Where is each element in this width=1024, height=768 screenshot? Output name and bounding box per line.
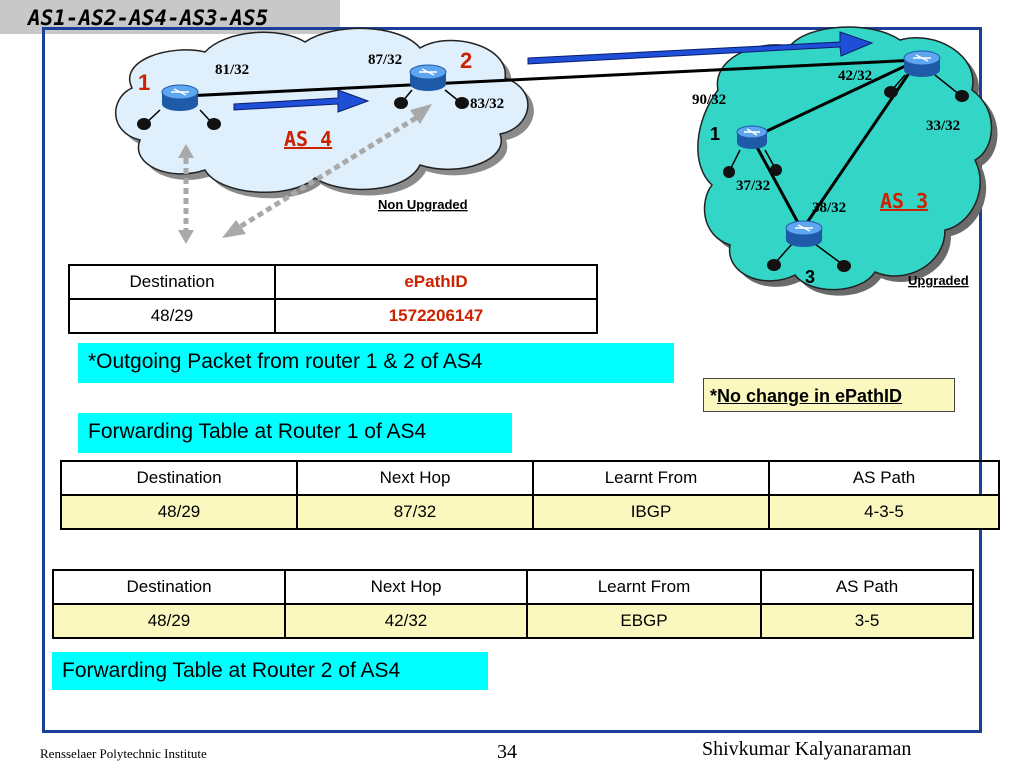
no-change-note: *No change in ePathID [703,378,955,412]
prefix-33: 33/32 [926,118,960,134]
arrow-icon [410,104,432,124]
prefix-87: 87/32 [368,52,402,68]
table-row: 48/29 87/32 IBGP 4-3-5 [60,494,1000,530]
slide-title: AS1-AS2-AS4-AS3-AS5 [28,6,269,30]
arrow-icon [233,89,370,113]
host-icon [764,149,782,176]
fwd2-cell-learnt: EBGP [526,603,762,639]
fwd1-cell-destination: 48/29 [60,494,298,530]
prefix-81: 81/32 [215,62,249,78]
fwd-table-2-caption: Forwarding Table at Router 2 of AS4 [52,652,488,690]
fwd1-cell-nexthop: 87/32 [296,494,534,530]
host-icon [444,89,469,109]
table-row: 48/29 42/32 EBGP 3-5 [52,603,974,639]
link-as3top-as3r3 [800,59,920,231]
prefix-83: 83/32 [470,96,504,112]
router-icon [161,84,199,111]
fwd1-header-learnt: Learnt From [532,460,770,496]
host-icon [199,109,221,130]
fwd2-cell-destination: 48/29 [52,603,286,639]
epath-cell-epathid: 1572206147 [274,298,598,334]
prefix-38: 38/32 [812,200,846,216]
as3-cloud [697,26,998,296]
router-icon [736,125,768,149]
page-number: 34 [497,741,517,763]
fwd-table-1-caption: Forwarding Table at Router 1 of AS4 [78,413,512,453]
footer-institute: Rensselaer Polytechnic Institute [40,746,207,761]
as4-status: Non Upgraded [378,197,468,212]
fwd-table-1: Destination Next Hop Learnt From AS Path… [60,460,1000,530]
footer-author: Shivkumar Kalyanaraman [702,738,912,760]
fwd2-header-learnt: Learnt From [526,569,762,605]
fwd1-header-aspath: AS Path [768,460,1000,496]
host-icon [394,89,413,109]
link-as3r1-as3r3 [750,137,804,231]
fwd2-cell-nexthop: 42/32 [284,603,528,639]
fwd2-header-nexthop: Next Hop [284,569,528,605]
epath-table: Destination ePathID 48/29 1572206147 [68,264,598,334]
link-as3r1-as3top [751,58,919,140]
as4-router1-number: 1 [138,70,150,95]
arrow-icon [178,144,194,158]
host-icon [137,109,161,130]
fwd2-header-aspath: AS Path [760,569,974,605]
router-icon [409,64,447,91]
router-icon [785,220,823,247]
as4-label: AS 4 [284,127,332,151]
arrow-icon [527,31,874,65]
prefix-37: 37/32 [736,178,770,194]
epath-header-destination: Destination [68,264,276,300]
as3-router1-number: 1 [710,124,720,144]
fwd1-header-nexthop: Next Hop [296,460,534,496]
fwd-table-2: Destination Next Hop Learnt From AS Path… [52,569,974,639]
host-icon [723,149,741,178]
link-as4r1-as3r2 [184,58,919,98]
host-icon [934,74,969,102]
host-icon [884,74,906,98]
as3-status: Upgraded [908,273,969,288]
fwd1-cell-learnt: IBGP [532,494,770,530]
router-icon [903,50,941,77]
prefix-42: 42/32 [838,68,872,84]
arrow-icon [178,230,194,244]
fwd2-header-destination: Destination [52,569,286,605]
outgoing-note: *Outgoing Packet from router 1 & 2 of AS… [78,343,674,383]
fwd1-header-destination: Destination [60,460,298,496]
no-change-text: No change in ePathID [717,386,903,406]
as4-router2-number: 2 [460,48,472,73]
arrow-icon [222,220,246,238]
dotted-arrow [236,115,418,231]
as3-label: AS 3 [880,189,928,213]
no-change-star: * [710,386,718,406]
prefix-90: 90/32 [692,92,726,108]
host-icon [767,243,793,271]
host-icon [814,243,851,272]
epath-header-epathid: ePathID [274,264,598,300]
epath-cell-destination: 48/29 [68,298,276,334]
slide-frame [42,27,982,733]
fwd1-cell-aspath: 4-3-5 [768,494,1000,530]
as3-router3-number: 3 [805,267,815,287]
fwd2-cell-aspath: 3-5 [760,603,974,639]
